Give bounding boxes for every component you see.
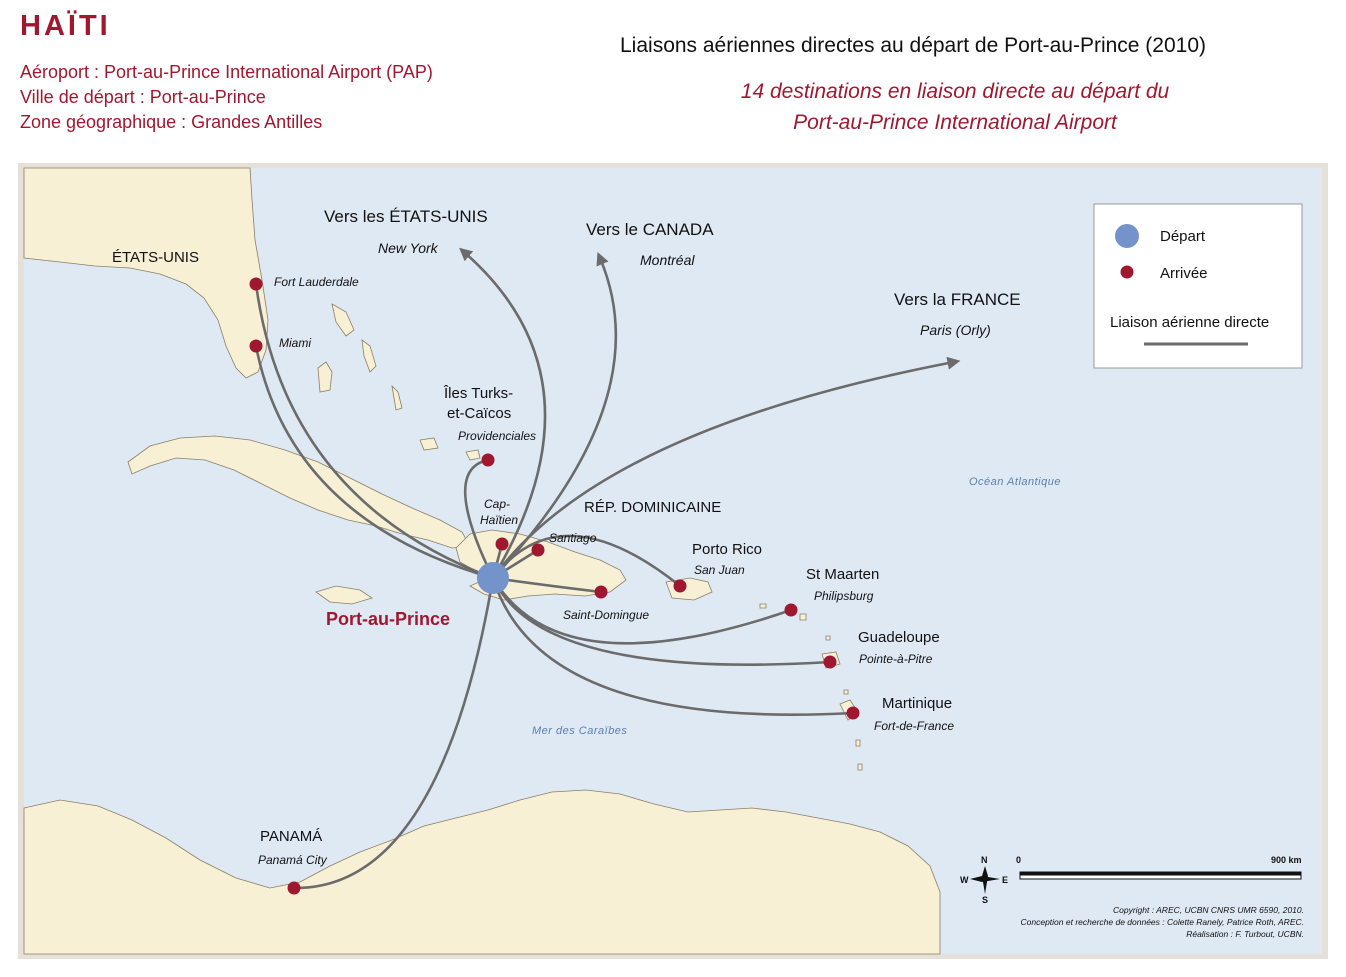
arrival-dot-cap-haitien bbox=[495, 537, 509, 551]
scale-start-label: 0 bbox=[1016, 855, 1021, 865]
legend: Départ Arrivée Liaison aérienne directe bbox=[1093, 203, 1303, 369]
credit-realisation: Réalisation : F. Turbout, UCBN. bbox=[1186, 929, 1304, 939]
credit-conception: Conception et recherche de données : Col… bbox=[1021, 917, 1305, 927]
labels-layer: ÉTATS-UNIS Fort Lauderdale Miami Vers le… bbox=[112, 207, 1061, 867]
route-new-york bbox=[459, 247, 547, 579]
label-saint-domingue: Saint-Domingue bbox=[563, 608, 649, 622]
label-paris-orly: Paris (Orly) bbox=[920, 322, 991, 338]
label-vers-canada: Vers le CANADA bbox=[586, 220, 714, 239]
label-martinique: Martinique bbox=[882, 695, 952, 712]
label-ocean-atlantique: Océan Atlantique bbox=[969, 476, 1061, 488]
scale-bar-fill bbox=[1020, 872, 1301, 876]
central-south-america-landmass bbox=[23, 789, 941, 955]
route-providenciales bbox=[463, 458, 495, 579]
route-paris bbox=[491, 356, 961, 579]
route-fort-lauderdale bbox=[254, 283, 494, 580]
bahamas-abaco bbox=[331, 303, 355, 337]
compass-ew-needle bbox=[970, 876, 1000, 882]
arrival-dot-santo-domingo bbox=[594, 585, 608, 599]
label-mer-des-caraibes: Mer des Caraïbes bbox=[532, 725, 627, 737]
label-vers-usa: Vers les ÉTATS-UNIS bbox=[324, 207, 488, 226]
zone-line: Zone géographique : Grandes Antilles bbox=[20, 112, 323, 132]
jamaica-landmass bbox=[315, 585, 373, 605]
route-fort-de-france bbox=[491, 577, 854, 716]
arrival-dot-providenciales bbox=[481, 453, 495, 467]
route-panama-city bbox=[293, 577, 495, 890]
label-santiago: Santiago bbox=[549, 531, 597, 545]
label-san-juan: San Juan bbox=[694, 563, 745, 577]
label-usa: ÉTATS-UNIS bbox=[112, 249, 199, 266]
arrival-dot-san-juan bbox=[673, 579, 687, 593]
scale-end-label: 900 km bbox=[1271, 855, 1302, 865]
scale-bar: 0 900 km bbox=[1016, 855, 1302, 880]
turks-caicos-landmass bbox=[465, 449, 481, 461]
bahamas-cat bbox=[391, 384, 403, 411]
arrival-dot-miami bbox=[249, 339, 263, 353]
departure-dot-port-au-prince bbox=[477, 562, 509, 594]
route-philipsburg bbox=[491, 577, 792, 645]
bahamas-inagua bbox=[419, 437, 439, 451]
label-cap-haitien-2: Haïtien bbox=[480, 513, 518, 527]
label-panama-city: Panamá City bbox=[258, 853, 328, 867]
country-title: HAÏTI bbox=[20, 10, 111, 42]
label-panama: PANAMÁ bbox=[260, 828, 322, 845]
arrival-dot-fort-de-france bbox=[846, 706, 860, 720]
legend-departure-symbol bbox=[1115, 224, 1139, 248]
arrival-dot-pointe-a-pitre bbox=[823, 655, 837, 669]
compass-north: N bbox=[981, 855, 988, 865]
label-providenciales: Providenciales bbox=[458, 429, 536, 443]
label-cap-haitien-1: Cap- bbox=[484, 497, 510, 511]
legend-arrival-label: Arrivée bbox=[1160, 265, 1208, 282]
legend-arrival-symbol bbox=[1120, 265, 1134, 279]
arrival-dot-santiago bbox=[531, 543, 545, 557]
lesser-antilles-islets bbox=[759, 603, 863, 771]
bahamas-eleuthera bbox=[361, 339, 377, 373]
label-fort-de-france: Fort-de-France bbox=[874, 719, 954, 733]
route-pointe-a-pitre bbox=[491, 577, 831, 666]
label-turks-2: et-Caïcos bbox=[447, 405, 511, 422]
compass-rose: N S W E bbox=[960, 855, 1008, 905]
florida-landmass bbox=[23, 167, 269, 379]
airport-line: Aéroport : Port-au-Prince International … bbox=[20, 62, 433, 82]
map-title: Liaisons aériennes directes au départ de… bbox=[620, 34, 1207, 57]
label-rep-dominicaine: RÉP. DOMINICAINE bbox=[584, 499, 721, 516]
arrival-dot-panama-city bbox=[287, 881, 301, 895]
label-pointe-a-pitre: Pointe-à-Pitre bbox=[859, 652, 933, 666]
label-turks-1: Îles Turks- bbox=[443, 385, 513, 402]
compass-west: W bbox=[960, 875, 969, 885]
label-vers-france: Vers la FRANCE bbox=[894, 290, 1021, 309]
label-philipsburg: Philipsburg bbox=[814, 589, 874, 603]
map-subtitle-line2: Port-au-Prince International Airport bbox=[793, 111, 1117, 134]
map-subtitle-line1: 14 destinations en liaison directe au dé… bbox=[740, 80, 1170, 103]
legend-departure-label: Départ bbox=[1160, 228, 1206, 245]
credits: Copyright : AREC, UCBN CNRS UMR 6590, 20… bbox=[1021, 905, 1305, 939]
label-guadeloupe: Guadeloupe bbox=[858, 629, 940, 646]
legend-route-label: Liaison aérienne directe bbox=[1110, 314, 1269, 331]
credit-copyright: Copyright : AREC, UCBN CNRS UMR 6590, 20… bbox=[1113, 905, 1304, 915]
departure-city-line: Ville de départ : Port-au-Prince bbox=[20, 87, 266, 107]
label-miami: Miami bbox=[279, 336, 311, 350]
label-port-au-prince: Port-au-Prince bbox=[326, 609, 450, 629]
label-porto-rico: Porto Rico bbox=[692, 541, 762, 558]
compass-east: E bbox=[1002, 875, 1008, 885]
compass-south: S bbox=[982, 895, 988, 905]
route-miami bbox=[254, 345, 494, 580]
arrival-points bbox=[249, 277, 860, 895]
arrival-dot-philipsburg bbox=[784, 603, 798, 617]
bahamas-andros bbox=[317, 361, 333, 393]
label-montreal: Montréal bbox=[640, 252, 695, 268]
label-fort-lauderdale: Fort Lauderdale bbox=[274, 275, 359, 289]
label-new-york: New York bbox=[378, 240, 439, 256]
arrival-dot-fort-lauderdale bbox=[249, 277, 263, 291]
label-st-maarten: St Maarten bbox=[806, 566, 879, 583]
route-san-juan bbox=[491, 534, 681, 588]
